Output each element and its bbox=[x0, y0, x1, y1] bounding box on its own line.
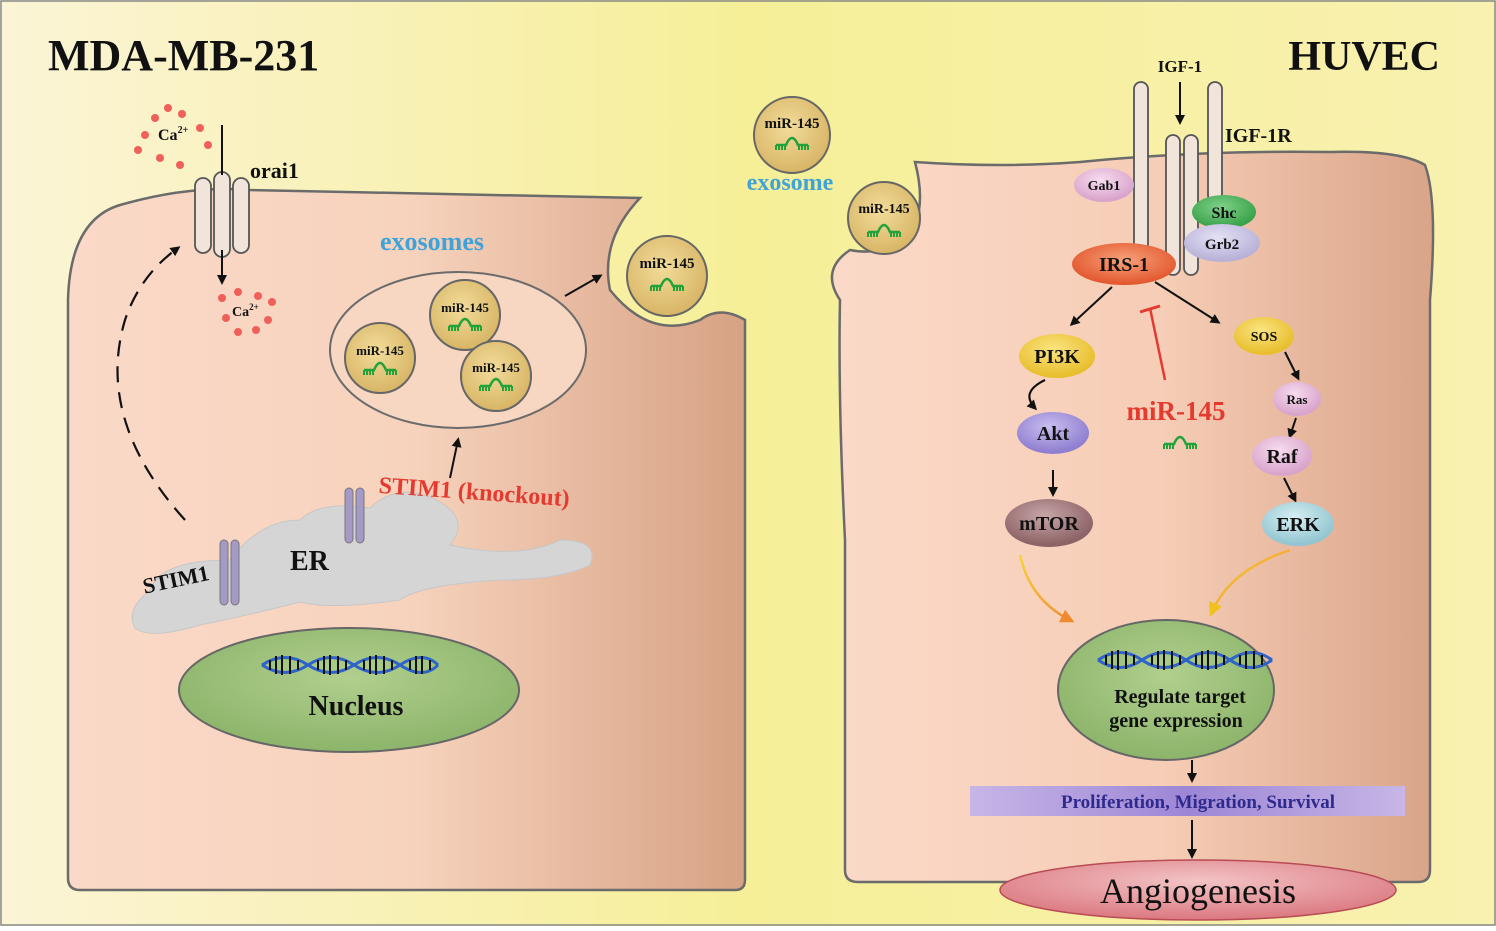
ras-node bbox=[1273, 382, 1321, 416]
svg-text:SOS: SOS bbox=[1251, 330, 1278, 345]
svg-text:Ras: Ras bbox=[1287, 392, 1308, 407]
orai1-channel bbox=[194, 125, 250, 285]
exosome-label: exosome bbox=[747, 170, 834, 196]
svg-text:miR-145: miR-145 bbox=[765, 116, 820, 132]
svg-text:IRS-1: IRS-1 bbox=[1099, 254, 1149, 276]
calcium-dots-top bbox=[134, 104, 212, 169]
nucleus-right-line1: Regulate target bbox=[1114, 686, 1246, 708]
svg-text:Shc: Shc bbox=[1212, 205, 1237, 222]
angiogenesis-node bbox=[999, 859, 1397, 921]
calcium-dots-bottom bbox=[218, 288, 276, 336]
er-label: ER bbox=[290, 546, 330, 577]
mvb-arrow bbox=[449, 437, 462, 479]
svg-text:ERK: ERK bbox=[1276, 514, 1320, 536]
svg-text:miR-145: miR-145 bbox=[441, 300, 489, 315]
pi3k-node bbox=[1019, 334, 1095, 378]
ras-to-raf-arrow bbox=[1287, 417, 1297, 439]
nucleus-left bbox=[178, 627, 520, 753]
nucleus-left-label: Nucleus bbox=[309, 691, 404, 722]
erk-node bbox=[1262, 502, 1334, 546]
exosome-in-mvb-2: miR-145 bbox=[344, 322, 416, 394]
raf-to-erk-arrow bbox=[1283, 477, 1297, 503]
svg-text:mTOR: mTOR bbox=[1019, 513, 1079, 535]
irs1-to-pi3k-arrow bbox=[1069, 286, 1113, 327]
svg-text:miR-145: miR-145 bbox=[640, 256, 695, 272]
stim1-protein bbox=[219, 539, 240, 606]
calcium-label-top: Ca2+ bbox=[158, 125, 189, 144]
left-cell-title: MDA-MB-231 bbox=[48, 31, 319, 80]
dna-helix-right-icon bbox=[1097, 650, 1273, 670]
mir145-inhibitor-label: miR-145 bbox=[1127, 396, 1226, 426]
exosome-released-left: miR-145 bbox=[626, 235, 708, 317]
mtor-to-nucleus-arrow bbox=[1018, 554, 1075, 623]
dna-helix-icon bbox=[261, 655, 440, 675]
grb2-node bbox=[1184, 224, 1260, 262]
igf1r-label: IGF-1R bbox=[1225, 125, 1292, 147]
stim1-activation-arrow bbox=[116, 246, 186, 521]
release-arrow bbox=[564, 274, 603, 297]
svg-text:miR-145: miR-145 bbox=[472, 360, 520, 375]
outcome-label: Proliferation, Migration, Survival bbox=[1061, 792, 1335, 813]
shc-node bbox=[1192, 195, 1256, 229]
exosome-in-mvb-1: miR-145 bbox=[429, 279, 501, 351]
igf1-label: IGF-1 bbox=[1158, 57, 1202, 76]
outcome-bar bbox=[970, 786, 1405, 816]
stim1-knockout-protein bbox=[344, 487, 365, 544]
gab1-node bbox=[1074, 168, 1134, 202]
nucleus-right-line2: gene expression bbox=[1109, 710, 1243, 732]
sos-node bbox=[1234, 317, 1294, 355]
irs1-node bbox=[1072, 243, 1176, 285]
exosome-fusing-right: miR-145 bbox=[847, 181, 921, 255]
svg-text:Gab1: Gab1 bbox=[1088, 179, 1121, 194]
orai1-label: orai1 bbox=[250, 158, 299, 183]
mir145-inhibition bbox=[1139, 304, 1167, 381]
svg-text:Akt: Akt bbox=[1037, 423, 1070, 445]
svg-text:PI3K: PI3K bbox=[1034, 346, 1080, 368]
raf-node bbox=[1252, 436, 1312, 476]
exosome-extracellular: miR-145 bbox=[753, 96, 831, 174]
erk-to-nucleus-arrow bbox=[1209, 548, 1291, 617]
svg-text:Raf: Raf bbox=[1266, 446, 1297, 468]
exosome-in-mvb-3: miR-145 bbox=[460, 340, 532, 412]
svg-text:Grb2: Grb2 bbox=[1205, 237, 1239, 253]
svg-text:miR-145: miR-145 bbox=[858, 202, 909, 217]
svg-text:miR-145: miR-145 bbox=[356, 343, 404, 358]
calcium-label-bottom: Ca2+ bbox=[232, 302, 259, 320]
sos-to-ras-arrow bbox=[1284, 351, 1300, 381]
er-organelle bbox=[131, 491, 593, 634]
irs1-to-sos-arrow bbox=[1154, 281, 1221, 324]
exosomes-label: exosomes bbox=[380, 227, 484, 256]
pi3k-to-akt-arrow bbox=[1026, 379, 1046, 411]
akt-node bbox=[1017, 412, 1089, 454]
huvec-title: HUVEC bbox=[1288, 34, 1440, 80]
mtor-node bbox=[1005, 499, 1093, 547]
angiogenesis-label: Angiogenesis bbox=[1100, 871, 1296, 911]
